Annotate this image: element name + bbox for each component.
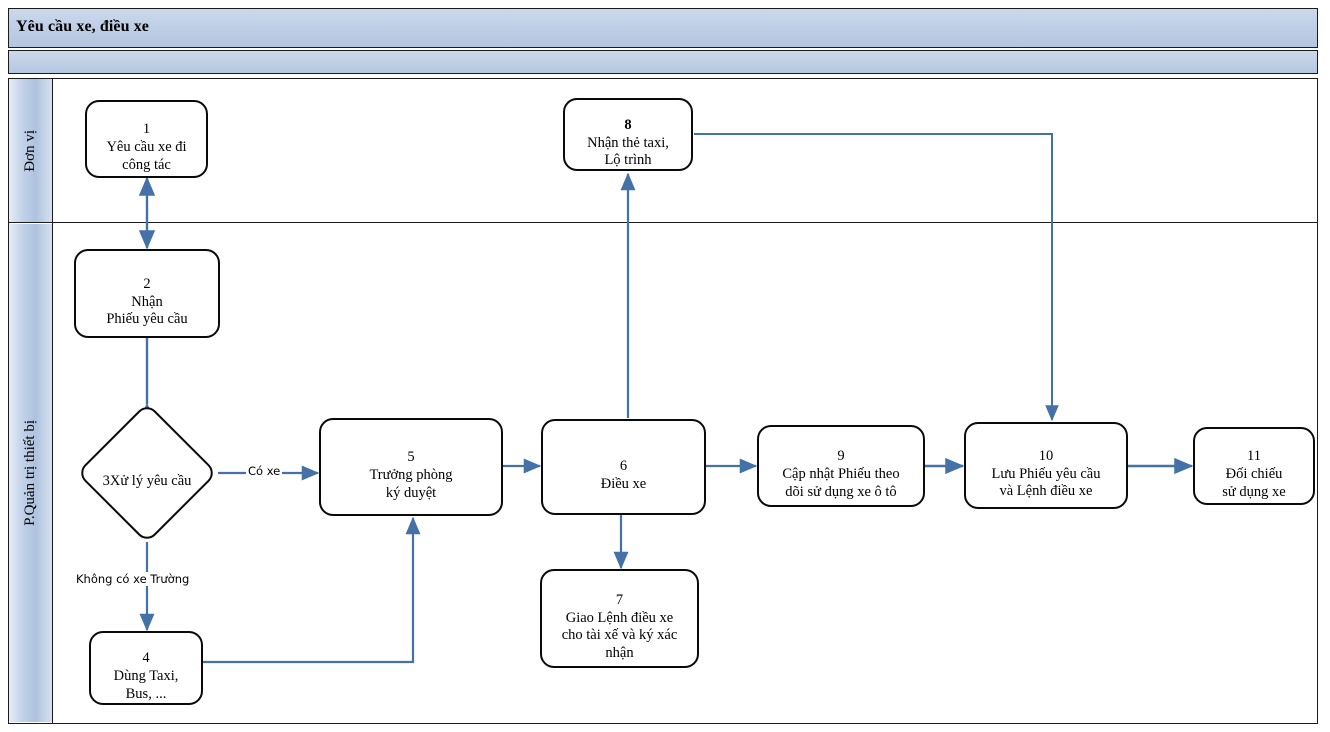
- edge-label-khong-co-xe-truong: Không có xe Trường: [74, 572, 192, 586]
- node-6-number: 6: [619, 458, 628, 475]
- diagram-title-band: Yêu cầu xe, điều xe: [8, 8, 1318, 48]
- node-5-number: 5: [407, 449, 415, 466]
- lane-label-pqttb: P.Quản trị thiết bị: [22, 420, 38, 526]
- node-4-label: Dùng Taxi, Bus, ...: [113, 668, 179, 702]
- node-8-number: 8: [624, 116, 632, 133]
- node-9-number: 9: [837, 448, 845, 465]
- lane-divider: [8, 222, 1318, 223]
- node-10-number: 10: [1038, 447, 1054, 464]
- node-6-label: Điều xe: [600, 475, 647, 492]
- lane-header-pqttb: P.Quản trị thiết bị: [9, 224, 52, 722]
- node-3-label: Xử lý yêu cầu: [109, 473, 192, 489]
- node-7-number: 7: [615, 591, 624, 608]
- node-5-label: Trưởng phòng ký duyệt: [369, 467, 453, 501]
- node-10-label: Lưu Phiếu yêu cầu và Lệnh điều xe: [991, 465, 1101, 500]
- node-11-label: Đối chiếu sử dụng xe: [1222, 466, 1286, 500]
- node-3-number: 3: [102, 473, 110, 489]
- lane-header-column-divider: [52, 78, 53, 724]
- node-7-label: Giao Lệnh điều xe cho tài xế và ký xác n…: [561, 609, 678, 662]
- edge-label-co-xe: Có xe: [246, 464, 283, 478]
- lane-label-donvi: Đơn vị: [22, 129, 38, 172]
- node-2-number: 2: [143, 275, 151, 292]
- node-9-label: Cập nhật Phiếu theo dõi sử dụng xe ô tô: [782, 466, 900, 500]
- lane-header-donvi: Đơn vị: [9, 79, 52, 222]
- diagram-subheader-band: [8, 50, 1318, 74]
- node-2-label: Nhận Phiếu yêu cầu: [106, 293, 188, 328]
- page-title: Yêu cầu xe, điều xe: [16, 18, 150, 35]
- node-3-xu-ly-yeu-cau[interactable]: 3Xử lý yêu cầu: [76, 402, 218, 544]
- node-4-number: 4: [142, 650, 150, 667]
- node-1-number: 1: [142, 121, 151, 138]
- node-1-label: Yêu cầu xe đi công tác: [106, 139, 187, 173]
- node-11-number: 11: [1247, 448, 1261, 465]
- node-8-label: Nhận thẻ taxi, Lộ trình: [587, 134, 669, 169]
